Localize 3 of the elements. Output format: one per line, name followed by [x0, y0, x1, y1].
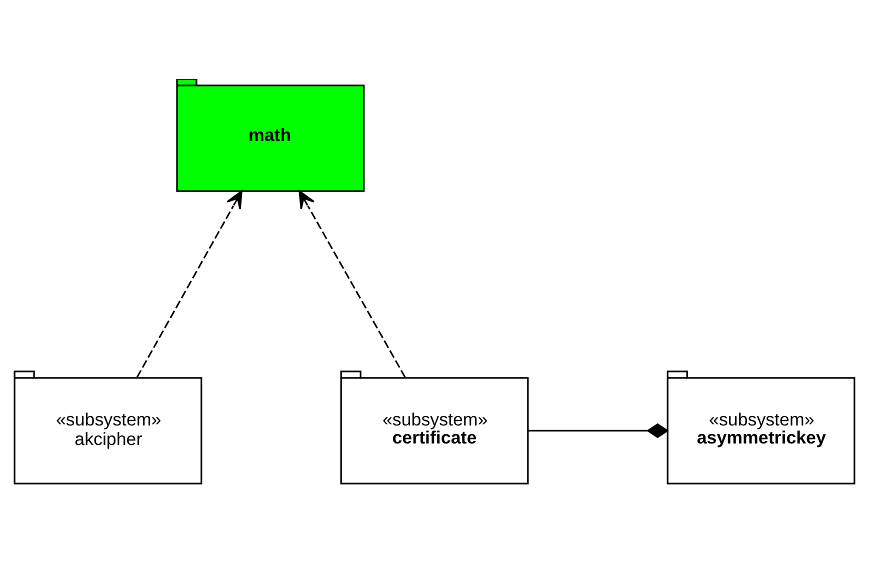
arrow [298, 190, 406, 378]
arrow [136, 190, 242, 378]
connector [528, 423, 669, 438]
